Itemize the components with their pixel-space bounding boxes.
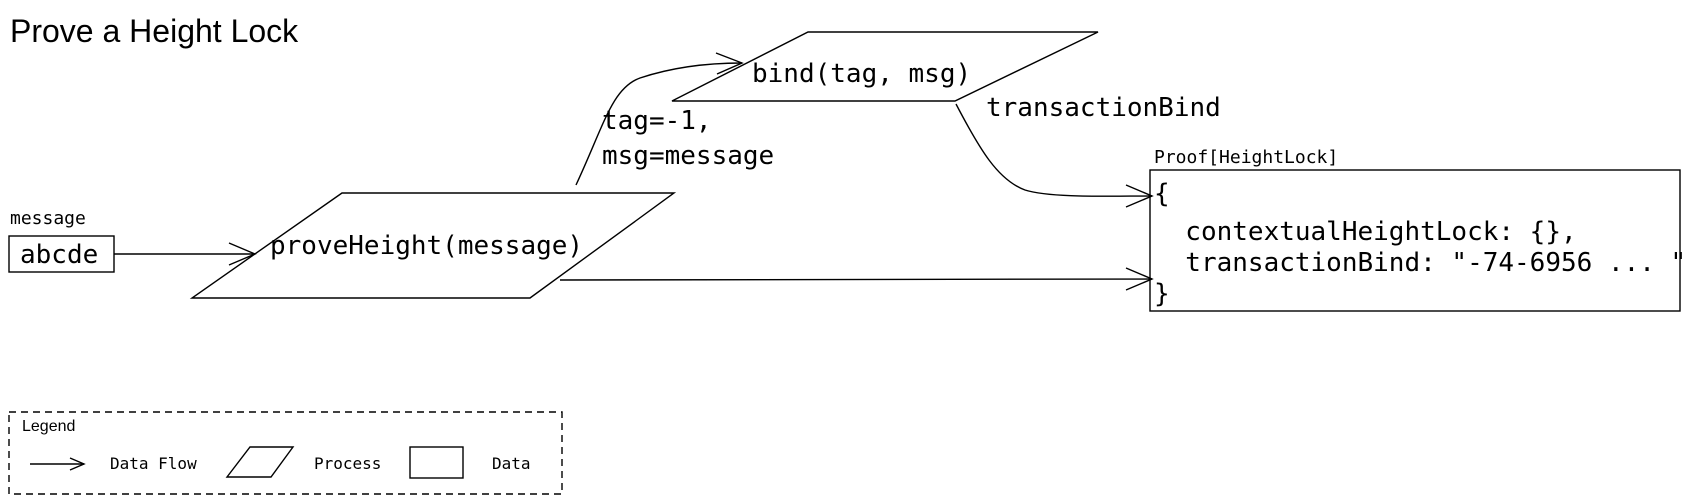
prove-height-label: proveHeight(message) [270,231,583,261]
legend-title: Legend [22,418,75,435]
legend-frame [8,411,563,495]
legend-data-icon [409,446,464,479]
bind-process [671,31,1099,102]
diagram-title: Prove a Height Lock [10,13,299,49]
proof-line-2: contextualHeightLock: {}, [1154,217,1577,247]
legend-data-label: Data [492,454,531,473]
bind-label: bind(tag, msg) [752,59,971,89]
proof-line-3: transactionBind: "-74-6956 ... " [1154,248,1685,278]
transaction-bind-label: transactionBind [986,93,1221,123]
flow-arrow-bind-to-proof [955,103,1154,208]
tag-msg-label-line2: msg=message [602,141,774,171]
flow-arrow-prove-to-bind [575,52,744,186]
message-value: abcde [20,240,98,270]
legend-arrow-icon [30,457,86,471]
proof-line-4: } [1154,279,1170,309]
legend-process-label: Process [314,454,381,473]
proof-line-1: { [1154,179,1170,209]
flow-arrow-message-to-prove [114,242,257,266]
message-label: message [10,208,86,229]
proof-label: Proof[HeightLock] [1154,147,1338,168]
legend: Legend Data Flow Process Data [8,411,563,495]
proof-data-box [1149,169,1681,312]
legend-process-icon [225,446,295,478]
tag-msg-label-line1: tag=-1, [602,106,712,136]
flow-arrow-prove-to-proof [559,267,1154,291]
legend-data-flow-label: Data Flow [110,454,197,473]
prove-height-process [189,192,677,299]
